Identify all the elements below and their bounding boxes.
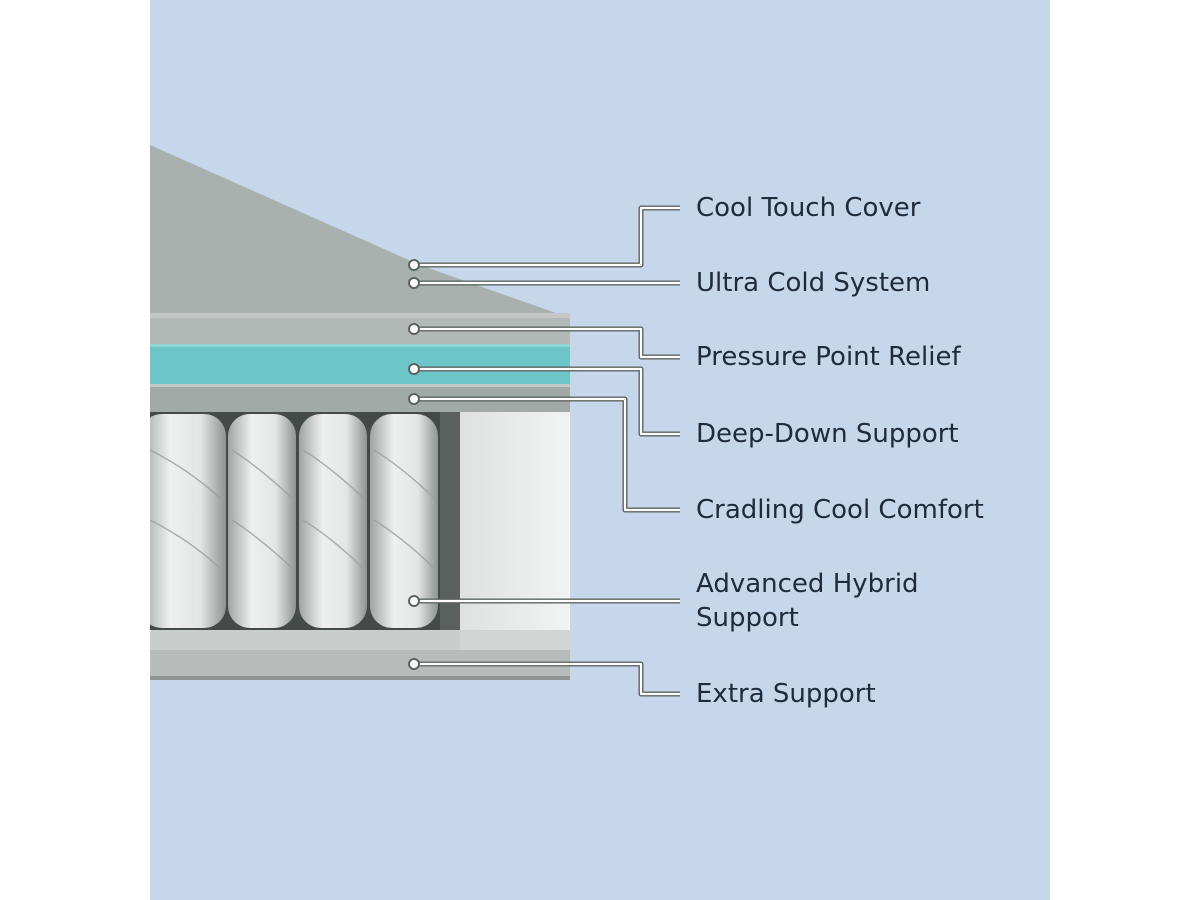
- marker-advanced-hybrid-support: [408, 595, 420, 607]
- label-advanced-hybrid-support: Advanced Hybrid Support: [696, 567, 919, 635]
- marker-ultra-cold-system: [408, 277, 420, 289]
- label-advanced-hybrid-line2: Support: [696, 603, 799, 633]
- label-advanced-hybrid-line1: Advanced Hybrid: [696, 569, 919, 599]
- base-shadow: [150, 676, 570, 680]
- teal-gel-layer: [150, 344, 570, 384]
- base-layer: [150, 630, 460, 650]
- teal-highlight: [150, 344, 570, 347]
- pocket-coils: [150, 414, 438, 628]
- cover-top-surface: [150, 145, 570, 318]
- cover-edge: [150, 313, 570, 318]
- coil: [150, 414, 226, 628]
- coil: [228, 414, 296, 628]
- foam-line: [150, 384, 570, 387]
- marker-pressure-point-relief: [408, 323, 420, 335]
- marker-extra-support: [408, 658, 420, 670]
- coil: [299, 414, 367, 628]
- marker-cool-touch-cover: [408, 259, 420, 271]
- side-foam-shadow: [440, 412, 462, 630]
- label-ultra-cold-system: Ultra Cold System: [696, 268, 931, 298]
- side-foam-panel: [460, 412, 570, 650]
- label-cool-touch-cover: Cool Touch Cover: [696, 193, 921, 223]
- leader-lines: [414, 205, 680, 697]
- label-pressure-point-relief: Pressure Point Relief: [696, 342, 961, 372]
- marker-cradling-cool-comfort: [408, 393, 420, 405]
- marker-deep-down-support: [408, 363, 420, 375]
- label-extra-support: Extra Support: [696, 679, 876, 709]
- coil: [370, 414, 438, 628]
- leader-markers: [408, 259, 420, 670]
- side-foam-bevel: [440, 630, 570, 650]
- label-cradling-cool-comfort: Cradling Cool Comfort: [696, 495, 984, 525]
- label-deep-down-support: Deep-Down Support: [696, 419, 959, 449]
